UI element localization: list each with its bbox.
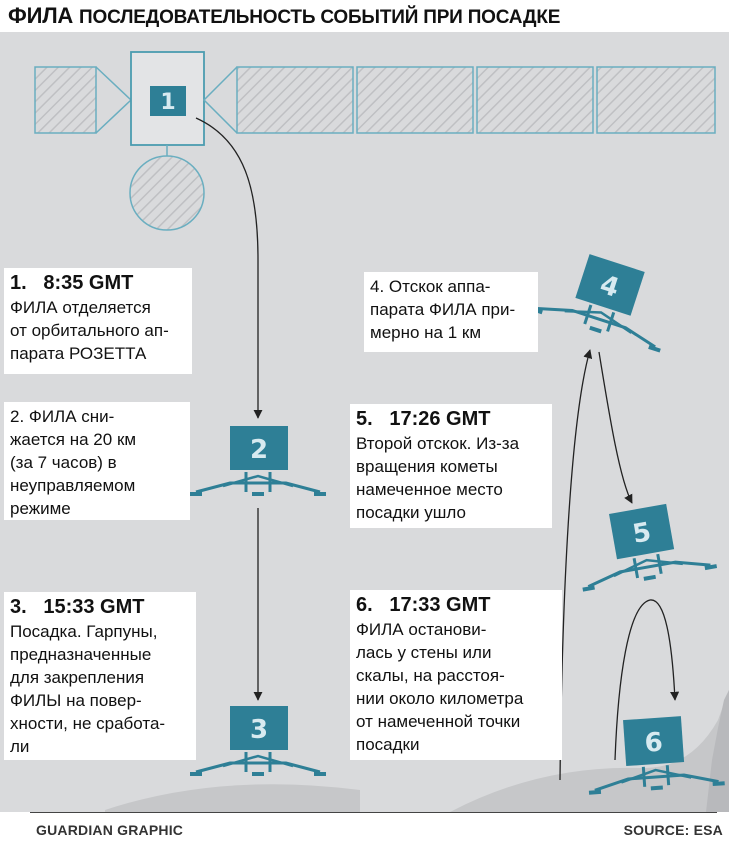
- comet-ground-right: [450, 690, 729, 812]
- bounce-arrow-1: [559, 349, 593, 781]
- credit-right: SOURCE: ESA: [623, 822, 723, 838]
- svg-text:6: 6: [644, 727, 664, 758]
- bounce-arrow-3: [614, 599, 680, 761]
- step-1-box: 1. 8:35 GMT ФИЛА отделяется от орбитальн…: [4, 268, 192, 374]
- step-2-box: 2. ФИЛА сни- жается на 20 км (за 7 часов…: [4, 402, 190, 520]
- step-3-text: Посадка. Гарпуны, предназначенные для за…: [10, 622, 166, 756]
- comet-ground-left: [105, 784, 360, 812]
- step-1-text: ФИЛА отделяется от орбитального ап- пара…: [10, 298, 169, 363]
- step-5-text: Второй отскок. Из-за вращения кометы нам…: [356, 434, 520, 522]
- step-6-text: ФИЛА останови- лась у стены или скалы, н…: [356, 620, 524, 754]
- lander-stage-2: 2: [188, 426, 328, 496]
- title-subtitle: ПОСЛЕДОВАТЕЛЬНОСТЬ СОБЫТИЙ ПРИ ПОСАДКЕ: [79, 7, 561, 28]
- lander-stage-5: 5: [576, 503, 719, 592]
- title-main: ФИЛА: [8, 3, 74, 28]
- svg-text:1: 1: [160, 90, 175, 115]
- title-bar: [0, 0, 729, 32]
- lander-stage-1: 1: [150, 86, 186, 116]
- step-3-box: 3. 15:33 GMT Посадка. Гарпуны, предназна…: [4, 592, 196, 760]
- rosetta-orbiter: [34, 51, 716, 231]
- step-4-box: 4. Отскок аппа- парата ФИЛА при- мерно н…: [364, 272, 538, 352]
- step-2-text: 2. ФИЛА сни- жается на 20 км (за 7 часов…: [10, 407, 137, 518]
- svg-text:5: 5: [630, 517, 653, 550]
- step-5-box: 5. 17:26 GMT Второй отскок. Из-за вращен…: [350, 404, 552, 528]
- footer: [0, 812, 729, 856]
- lander-stage-4: 4: [528, 254, 669, 353]
- step-3-heading: 3. 15:33 GMT: [10, 596, 145, 618]
- step-4-text: 4. Отскок аппа- парата ФИЛА при- мерно н…: [370, 277, 516, 342]
- page-title: ФИЛА ПОСЛЕДОВАТЕЛЬНОСТЬ СОБЫТИЙ ПРИ ПОСА…: [8, 3, 560, 29]
- step-6-box: 6. 17:33 GMT ФИЛА останови- лась у стены…: [350, 590, 562, 760]
- svg-text:3: 3: [250, 715, 268, 745]
- credit-left: GUARDIAN GRAPHIC: [36, 822, 184, 838]
- step-5-heading: 5. 17:26 GMT: [356, 408, 491, 430]
- step-6-heading: 6. 17:33 GMT: [356, 594, 491, 616]
- svg-text:2: 2: [250, 435, 268, 465]
- bounce-arrow-2: [598, 351, 633, 504]
- descent-arrow-1: [195, 117, 263, 419]
- lander-stage-3: 3: [188, 706, 328, 776]
- step-1-heading: 1. 8:35 GMT: [10, 272, 134, 294]
- footer-divider: [30, 812, 717, 813]
- lander-stage-6: 6: [585, 716, 727, 795]
